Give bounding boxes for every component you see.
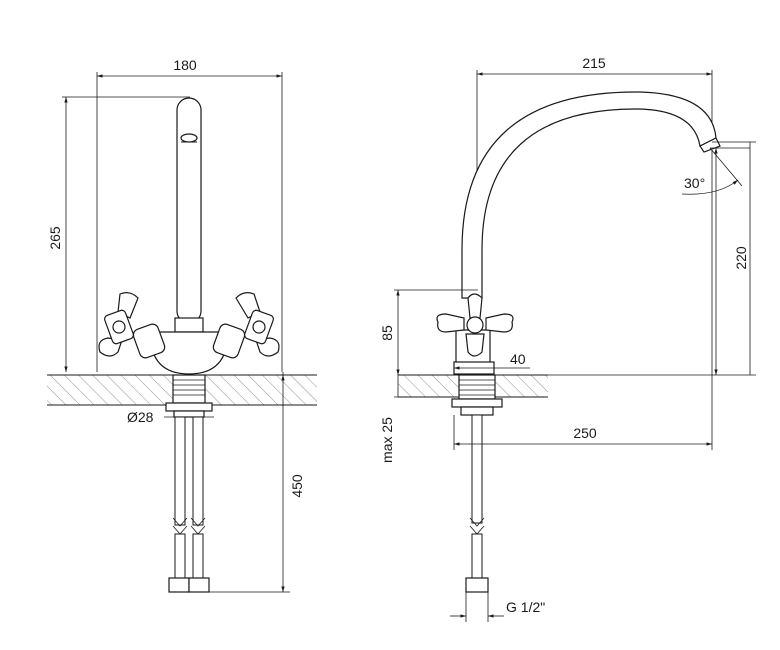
front-hoses bbox=[168, 416, 210, 593]
side-hose bbox=[465, 414, 489, 593]
side-overall-reach-dimension: 250 bbox=[453, 150, 713, 450]
side-countertop-thickness-dimension: max 25 bbox=[379, 375, 450, 463]
front-mount bbox=[165, 374, 213, 418]
front-spout bbox=[174, 97, 204, 333]
side-base-height-label: 85 bbox=[379, 325, 395, 341]
front-width-dimension: 180 bbox=[96, 57, 283, 372]
front-mount-diameter-label: Ø28 bbox=[127, 409, 154, 425]
side-base-width-dimension: 40 bbox=[454, 351, 530, 374]
side-thread-dimension: G 1/2" bbox=[450, 592, 545, 622]
side-thread-label: G 1/2" bbox=[506, 599, 545, 615]
side-valve-body bbox=[436, 293, 514, 375]
side-angle-label: 30° bbox=[684, 175, 705, 191]
front-mount-diameter-dimension: Ø28 bbox=[127, 409, 214, 425]
side-view: 215 30° 220 bbox=[379, 55, 756, 622]
side-base-width-label: 40 bbox=[510, 351, 526, 367]
front-valve-body bbox=[132, 323, 246, 375]
side-spout-height-label: 220 bbox=[733, 246, 749, 270]
side-base-height-dimension: 85 bbox=[379, 289, 478, 375]
side-overall-reach-label: 250 bbox=[573, 425, 597, 441]
front-right-handle bbox=[235, 292, 280, 357]
front-view: 180 265 bbox=[47, 57, 317, 593]
side-mount bbox=[451, 374, 503, 416]
side-spout bbox=[461, 91, 721, 299]
front-height-dimension: 265 bbox=[47, 96, 190, 372]
side-reach-label: 215 bbox=[582, 55, 606, 71]
side-reach-dimension: 215 bbox=[476, 55, 713, 290]
front-left-handle bbox=[98, 292, 139, 357]
front-hose-length-dimension: 450 bbox=[206, 372, 305, 593]
front-width-label: 180 bbox=[173, 57, 197, 73]
front-hose-length-label: 450 bbox=[289, 474, 305, 498]
side-angle-dimension: 30° bbox=[681, 147, 750, 195]
front-height-label: 265 bbox=[47, 226, 63, 250]
side-spout-height-dimension: 220 bbox=[548, 141, 756, 376]
side-countertop-thickness-label: max 25 bbox=[379, 417, 395, 463]
